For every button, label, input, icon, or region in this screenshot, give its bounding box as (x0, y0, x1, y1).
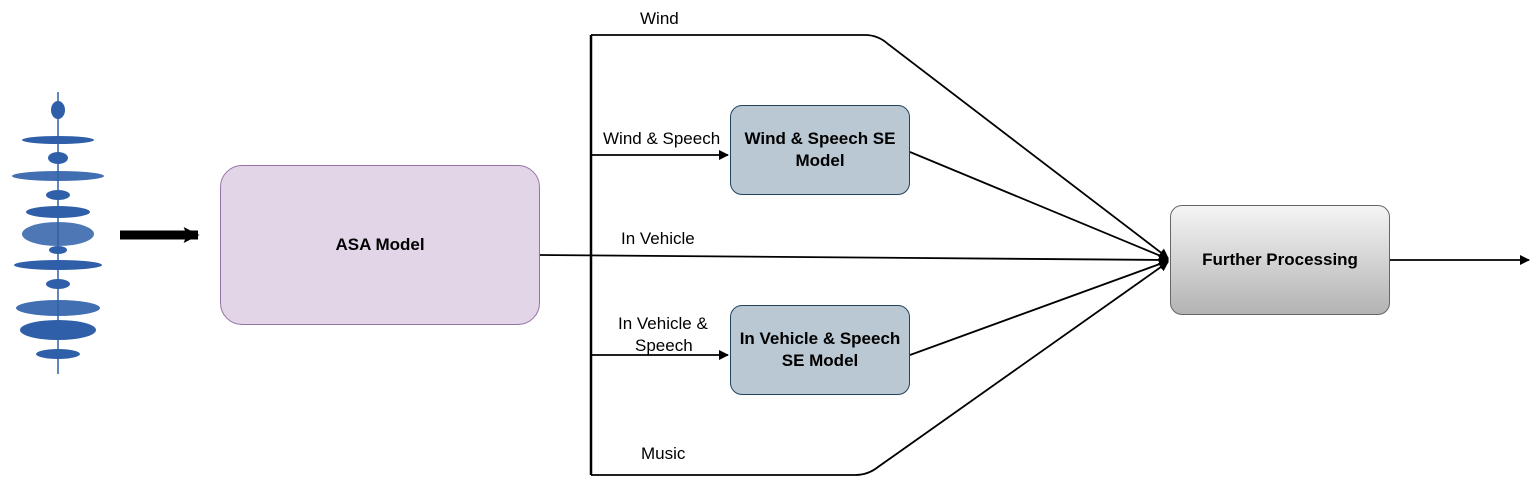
asa-model-label: ASA Model (335, 235, 425, 254)
further-processing-box: Further Processing (1170, 205, 1390, 315)
further-processing-label: Further Processing (1202, 250, 1358, 269)
edge-wind (591, 34, 1169, 259)
edge-music (591, 261, 1169, 476)
vehicle-speech-se-model-box: In Vehicle & Speech SE Model (730, 305, 910, 395)
label-wind-speech: Wind & Speech (603, 129, 721, 148)
label-music: Music (641, 444, 686, 463)
label-vehicle-speech-line2: Speech (635, 336, 693, 355)
edge-vehicle-se-out (909, 259, 1169, 356)
label-in-vehicle: In Vehicle (621, 229, 695, 248)
wind-speech-se-model-box: Wind & Speech SE Model (730, 105, 910, 195)
vehicle-speech-se-model-label: In Vehicle & Speech SE Model (739, 329, 901, 370)
edge-wind-se-out (909, 151, 1169, 261)
wind-speech-se-model-label: Wind & Speech SE Model (744, 129, 896, 170)
label-vehicle-speech-line1: In Vehicle & (618, 314, 708, 333)
edge-in-vehicle (539, 254, 1169, 265)
label-wind: Wind (640, 9, 679, 28)
asa-model-box: ASA Model (220, 165, 540, 325)
audio-waveform-icon (12, 92, 104, 374)
